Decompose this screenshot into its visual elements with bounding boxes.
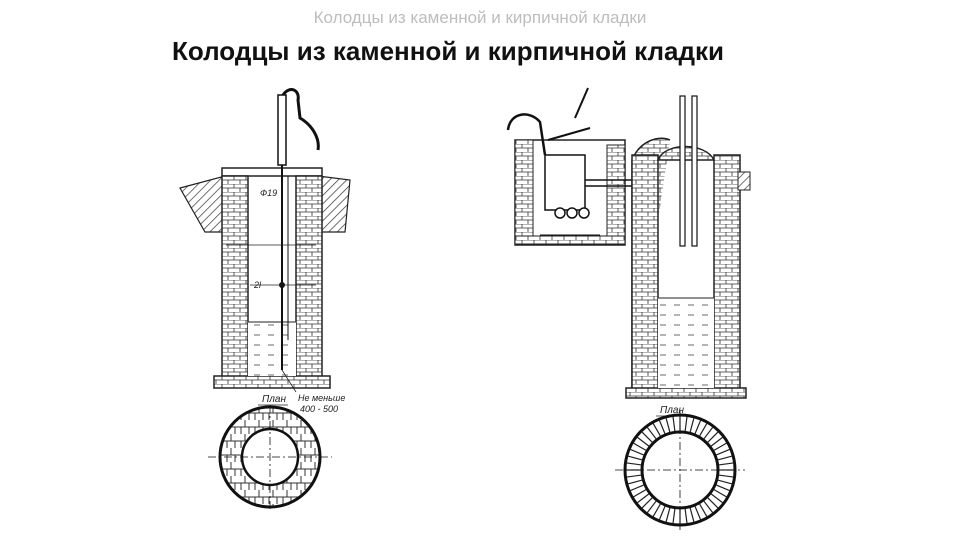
well-bottom [213, 375, 331, 389]
plan-ring-brick-joint [717, 455, 733, 461]
slide-header-caption: Колодцы из каменной и кирпичной кладки [313, 8, 647, 27]
left-well-section: Ф19 2l Не меньше 400 - 500 План [179, 88, 351, 414]
plan-ring-brick-joint [646, 426, 657, 440]
plan-ring-brick-joint [627, 479, 643, 485]
plan-ring-brick-joint [707, 431, 719, 443]
plan-ring-brick-joint [718, 474, 734, 478]
right-well-section: План [506, 87, 751, 417]
left-well-plan [208, 405, 332, 510]
plan-ring-brick-joint [641, 497, 653, 509]
plan-ring-brick-joint [710, 493, 724, 504]
plan-ring-brick-joint [684, 416, 688, 432]
shaft-water [658, 298, 714, 388]
shaft-left-wall [631, 154, 659, 396]
discharge-pipe [506, 113, 547, 156]
pump-column [277, 94, 287, 166]
plan-ring-brick-joint [715, 448, 731, 456]
plan-ring-brick-joint [694, 419, 702, 435]
plan-ring-brick-joint [694, 505, 702, 521]
left-soil-area [179, 175, 226, 233]
plan-ring-brick-joint [665, 507, 671, 523]
plan-ring-brick-joint [626, 462, 642, 466]
shaft-bottom [625, 387, 747, 399]
plan-ring-brick-joint [632, 488, 647, 498]
plan-ring-brick-joint [672, 416, 676, 432]
plan-ring-brick-joint [629, 448, 645, 456]
plan-ring-brick-joint [629, 484, 645, 492]
pump-handle [281, 88, 320, 151]
plan-ring-brick-joint [658, 505, 666, 521]
pump-house-right-wall [606, 144, 626, 241]
plan-ring-brick-joint [652, 422, 662, 437]
right-brick-wall [295, 175, 323, 387]
plan-ring-brick-joint [636, 493, 650, 504]
plan-ring-brick-joint [703, 500, 714, 514]
plan-ring-brick-joint [707, 497, 719, 509]
pump-house-left-wall [514, 139, 534, 241]
plan-ring-brick-joint [641, 431, 653, 443]
left-plan-label: План [262, 394, 286, 405]
plan-ring-brick-joint [698, 503, 708, 518]
pump-unit [544, 154, 586, 211]
plan-ring-brick-joint [672, 508, 676, 524]
plan-ring-brick-joint [715, 484, 731, 492]
water-level [248, 322, 296, 376]
plan-ring-brick-joint [717, 479, 733, 485]
plan-ring-brick-joint [713, 442, 728, 452]
right-plan-label: План [660, 405, 684, 416]
depth-note-line-1: Не меньше [298, 393, 345, 403]
plan-ring-brick-joint [698, 422, 708, 437]
left-brick-wall [221, 175, 249, 387]
shaft-arch [656, 145, 716, 161]
plan-ring-brick-joint [684, 508, 688, 524]
plan-ring-brick-joint [627, 455, 643, 461]
plan-ring-brick-joint [713, 488, 728, 498]
right-well-plan [615, 410, 745, 532]
slide-title: Колодцы из каменной и кирпичной кладки [172, 36, 724, 66]
plan-ring-brick-joint [703, 426, 714, 440]
plan-ring-brick-joint [636, 436, 650, 447]
plan-ring-brick-joint [626, 474, 642, 478]
plan-ring-brick-joint [646, 500, 657, 514]
plan-ring-brick-joint [658, 419, 666, 435]
pump-lever [574, 87, 589, 119]
plan-ring-brick-joint [652, 503, 662, 518]
vent-pipe-1 [679, 95, 686, 247]
plan-ring-brick-joint [665, 417, 671, 433]
plan-ring-brick-joint [718, 462, 734, 466]
dimension-label-1: Ф19 [260, 188, 277, 198]
shaft-right-wall [713, 154, 741, 396]
vent-pipe-2 [691, 95, 698, 247]
dimension-label-2: 2l [253, 280, 262, 290]
plan-ring-brick-joint [710, 436, 724, 447]
right-soil-area [317, 175, 351, 233]
depth-note-line-2: 400 - 500 [300, 404, 338, 414]
well-cap-slab [221, 167, 323, 177]
plan-ring-brick-joint [632, 442, 647, 452]
plan-ring-brick-joint [689, 507, 695, 523]
plan-ring-brick-joint [689, 417, 695, 433]
